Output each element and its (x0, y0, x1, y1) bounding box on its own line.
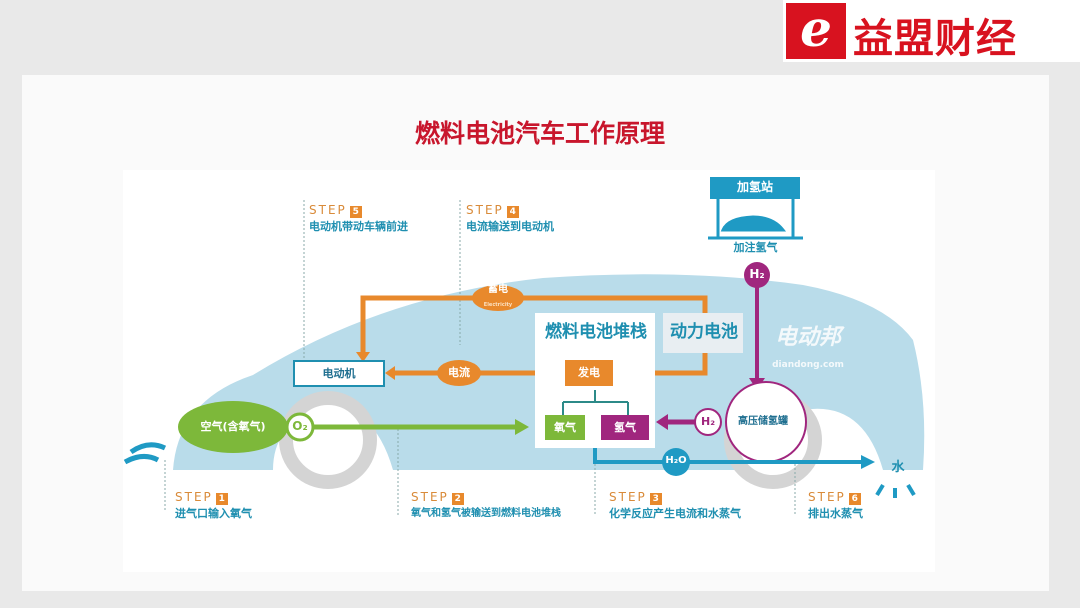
o2-badge (285, 412, 315, 442)
water-line (593, 448, 863, 464)
step-label: STEP (175, 490, 213, 504)
air-ellipse (178, 401, 288, 453)
step-number: 6 (848, 493, 861, 505)
power-battery-box (663, 313, 743, 353)
step-text: 电流输送到电动机 (466, 220, 554, 233)
step-label: STEP (808, 490, 846, 504)
battery-badge (472, 285, 524, 311)
step-text: 化学反应产生电流和水蒸气 (609, 507, 741, 520)
watermark-url: diandong.com (772, 360, 844, 370)
brand-logo-icon: e (786, 3, 846, 59)
water-drops-icon (875, 483, 916, 498)
battery-to-motor-line (360, 295, 708, 355)
step-label: STEP (309, 203, 347, 217)
step-label: STEP (411, 490, 449, 504)
current-badge (437, 360, 481, 386)
battery-label: 蓄电 (488, 284, 508, 295)
slide-title: 燃料电池汽车工作原理 (414, 119, 665, 148)
h2-top-label: H₂ (749, 267, 765, 281)
o2-label: O₂ (292, 419, 308, 433)
step-number: 4 (506, 206, 519, 218)
step-text: 进气口输入氧气 (175, 507, 252, 520)
battery-sub-label: Electricity (483, 302, 513, 308)
step-label: STEP (609, 490, 647, 504)
hydrogen-box: 氢气 (601, 415, 649, 440)
current-label: 电流 (448, 366, 470, 379)
step-text: 排出水蒸气 (808, 507, 863, 520)
watermark: 电动邦 (774, 325, 841, 350)
brand-logo: e 益盟财经 (783, 0, 1080, 62)
stack-label: 燃料电池堆栈 (545, 322, 647, 342)
step-text: 电动机带动车辆前进 (309, 220, 408, 233)
station-sign (710, 177, 800, 199)
h2-top-badge (744, 262, 770, 288)
h2-tank-label: H₂ (700, 415, 716, 428)
tank-label: 高压储氢罐 (738, 416, 788, 427)
oxygen-box: 氧气 (545, 415, 585, 440)
brand-name: 益盟财经 (853, 16, 1017, 62)
h2o-label: H₂O (665, 455, 687, 466)
generate-box: 发电 (565, 360, 613, 386)
air-intake-icon (123, 442, 167, 465)
step-number: 5 (349, 206, 362, 218)
station-caption: 加注氢气 (733, 241, 778, 254)
step-text: 氧气和氢气被输送到燃料电池堆栈 (411, 508, 561, 519)
station-icon (708, 199, 803, 240)
step-label: STEP (466, 203, 504, 217)
motor-box: 电动机 (293, 360, 385, 387)
air-label: 空气(含氧气) (200, 420, 266, 433)
step-number: 3 (649, 493, 662, 505)
station-sign-label: 加氢站 (736, 180, 773, 194)
power-battery-label: 动力电池 (670, 322, 738, 342)
h2o-badge (662, 448, 690, 476)
step-number: 2 (451, 493, 464, 505)
fuel-cell-diagram: 加氢站 加注氢气 H₂ 蓄电 Electricity 电动机 电流 燃料电池堆栈… (123, 170, 935, 572)
h2-tank-badge (694, 408, 722, 436)
step-number: 1 (215, 493, 228, 505)
water-label: 水 (891, 460, 905, 475)
